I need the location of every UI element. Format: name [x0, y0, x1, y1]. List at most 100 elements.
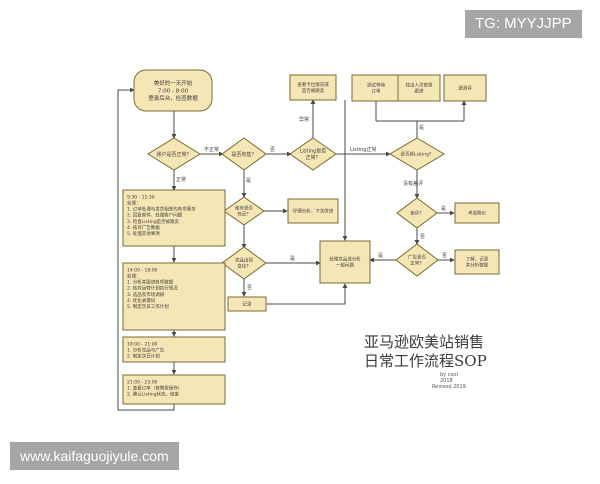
node-shape-sched1	[122, 189, 226, 247]
edge-label-sale-yes: 是	[246, 178, 251, 184]
node-text-sched2-5: 4. 优化关键词	[127, 297, 156, 304]
edge-label-negative-no: 否	[420, 234, 425, 240]
node-q-negative: 差评？	[396, 197, 438, 229]
node-text-q-competitor-1: 变化？	[237, 263, 251, 270]
node-text-q-listing-1: 正常？	[305, 154, 320, 161]
edge-loop-back	[117, 87, 175, 411]
node-shape-q-stock	[223, 196, 265, 226]
node-shape-q-account	[147, 137, 201, 171]
node-text-box-handle-1: 一般问题	[336, 262, 354, 269]
node-text-sched2-6: 5. 制定次日工作计划	[127, 303, 169, 310]
node-shape-box-plan	[397, 74, 441, 102]
node-q-new: 是否新Listing？	[389, 137, 445, 171]
node-shape-box-record	[227, 296, 267, 312]
node-text-q-ad-0: 广告是否	[408, 254, 426, 261]
node-sched4: 21:00 - 23:001. 查看订单（按需要操作）2. 确认Listing状…	[122, 374, 226, 405]
node-text-sched1-1: 处理：	[127, 200, 141, 207]
node-text-q-negative-0: 差评？	[410, 210, 424, 217]
node-shape-box-handle	[319, 240, 371, 284]
node-shape-q-new	[389, 137, 445, 171]
node-shape-box-test	[351, 74, 401, 102]
node-text-box-review-0: 送测评	[458, 85, 472, 92]
node-text-sched2-1: 处理：	[127, 273, 141, 280]
node-text-q-new-0: 是否新Listing？	[401, 151, 434, 158]
edge-label-ad-yes: 是	[378, 253, 383, 259]
node-shape-box-stock	[454, 202, 500, 224]
node-text-sched1-3: 2. 回复邮件、处理客户问题	[127, 212, 183, 219]
node-text-q-account-0: 账户是否正常？	[156, 151, 191, 158]
node-text-box-topcheck-0: 查看卡位情况或	[297, 81, 329, 88]
node-text-sched1-6: 5. 处理其他事项	[127, 230, 160, 237]
node-text-sched4-1: 1. 查看订单（按需要操作）	[127, 385, 182, 392]
node-text-q-ad-1: 正常？	[410, 260, 424, 267]
node-text-box-test-0: 测试等待	[367, 82, 385, 89]
node-text-sched3-2: 2. 制定次日计划	[127, 353, 160, 360]
telegram-watermark: TG: MYYJJPP	[465, 10, 582, 38]
edge-label-listing-exception: 异常	[299, 116, 309, 123]
edge-label-competitor-no: 否	[247, 285, 252, 291]
node-text-sched1-0: 9:30 - 11:30	[127, 195, 155, 201]
meta-revised: Revised 2019	[432, 384, 466, 390]
node-text-sched3-1: 1. 分析竞品与广告	[127, 347, 165, 354]
node-shape-q-negative	[396, 197, 438, 229]
meta-author: by cool	[440, 372, 458, 378]
node-text-start-0: 美好的一天开始	[154, 79, 193, 87]
node-text-q-stock-0: 库存是否	[235, 205, 253, 212]
node-text-box-handle-0: 处理竞品或分析	[329, 256, 361, 263]
node-text-sched2-0: 14:00 - 18:00	[127, 268, 158, 274]
edge-label-normal: 正常	[176, 176, 186, 183]
site-watermark: www.kaifaguojiyule.com	[10, 442, 179, 470]
node-text-sched1-5: 4. 核对广告数据	[127, 224, 160, 231]
edge-label-negative-yes: 是	[441, 206, 446, 212]
node-text-sched2-2: 1. 分析并跟进各项数据	[127, 279, 174, 286]
node-text-box-record-0: 记录	[243, 301, 252, 308]
node-shape-q-listing	[289, 137, 337, 171]
node-text-start-1: 7:00 - 8:00	[158, 88, 189, 94]
node-shape-q-competitor	[221, 246, 267, 280]
node-text-box-ad-0: 了解，记录	[466, 256, 489, 263]
node-text-sched4-2: 2. 确认Listing状态，结束	[127, 391, 180, 398]
node-text-box-plan-0: 找出人员安排	[406, 82, 433, 89]
node-shape-box-contact	[287, 198, 339, 224]
diagram-title-line1: 亚马逊欧美站销售	[364, 333, 485, 351]
node-q-account: 账户是否正常？	[147, 137, 201, 171]
node-text-sched2-3: 2. 核对运营计划执行情况	[127, 285, 178, 292]
edge-label-new-yes: 是	[419, 125, 424, 131]
edge-label-listing-normal: Listing正常	[350, 146, 376, 153]
node-text-sched1-2: 1. 订单处理与发货相关的各项事务	[127, 206, 196, 213]
node-box-review: 送测评	[443, 74, 487, 102]
node-text-sched3-0: 19:00 - 21:00	[127, 342, 158, 348]
edge-label-abnormal: 不正常	[204, 146, 219, 153]
node-text-sched4-0: 21:00 - 23:00	[127, 380, 158, 386]
node-text-box-test-1: 订单	[372, 88, 381, 95]
node-text-sched1-4: 3. 检查Listing是否被跟卖	[127, 218, 180, 225]
node-text-q-stock-1: 充足？	[237, 211, 251, 218]
node-box-record: 记录	[227, 296, 267, 312]
node-text-box-stock-0: 考虑降价	[468, 210, 486, 217]
node-shape-sched4	[122, 374, 226, 405]
edge-label-no-review: 没有差评	[403, 180, 423, 187]
edge-label-competitor-yes: 是	[290, 256, 295, 262]
node-text-box-ad-1: 并分析数据	[466, 262, 489, 269]
node-text-box-topcheck-1: 是否被跟卖	[302, 87, 325, 94]
node-text-q-competitor-0: 竞品出现	[235, 257, 253, 264]
node-shape-box-ad	[454, 249, 500, 275]
edge-record-handle	[266, 283, 348, 305]
node-shape-sched3	[122, 336, 226, 363]
edge-label-ad-no: 否	[442, 253, 447, 259]
node-shape-box-topcheck	[289, 74, 337, 101]
node-text-sched2-4: 3. 选品及市场调研	[127, 291, 165, 298]
